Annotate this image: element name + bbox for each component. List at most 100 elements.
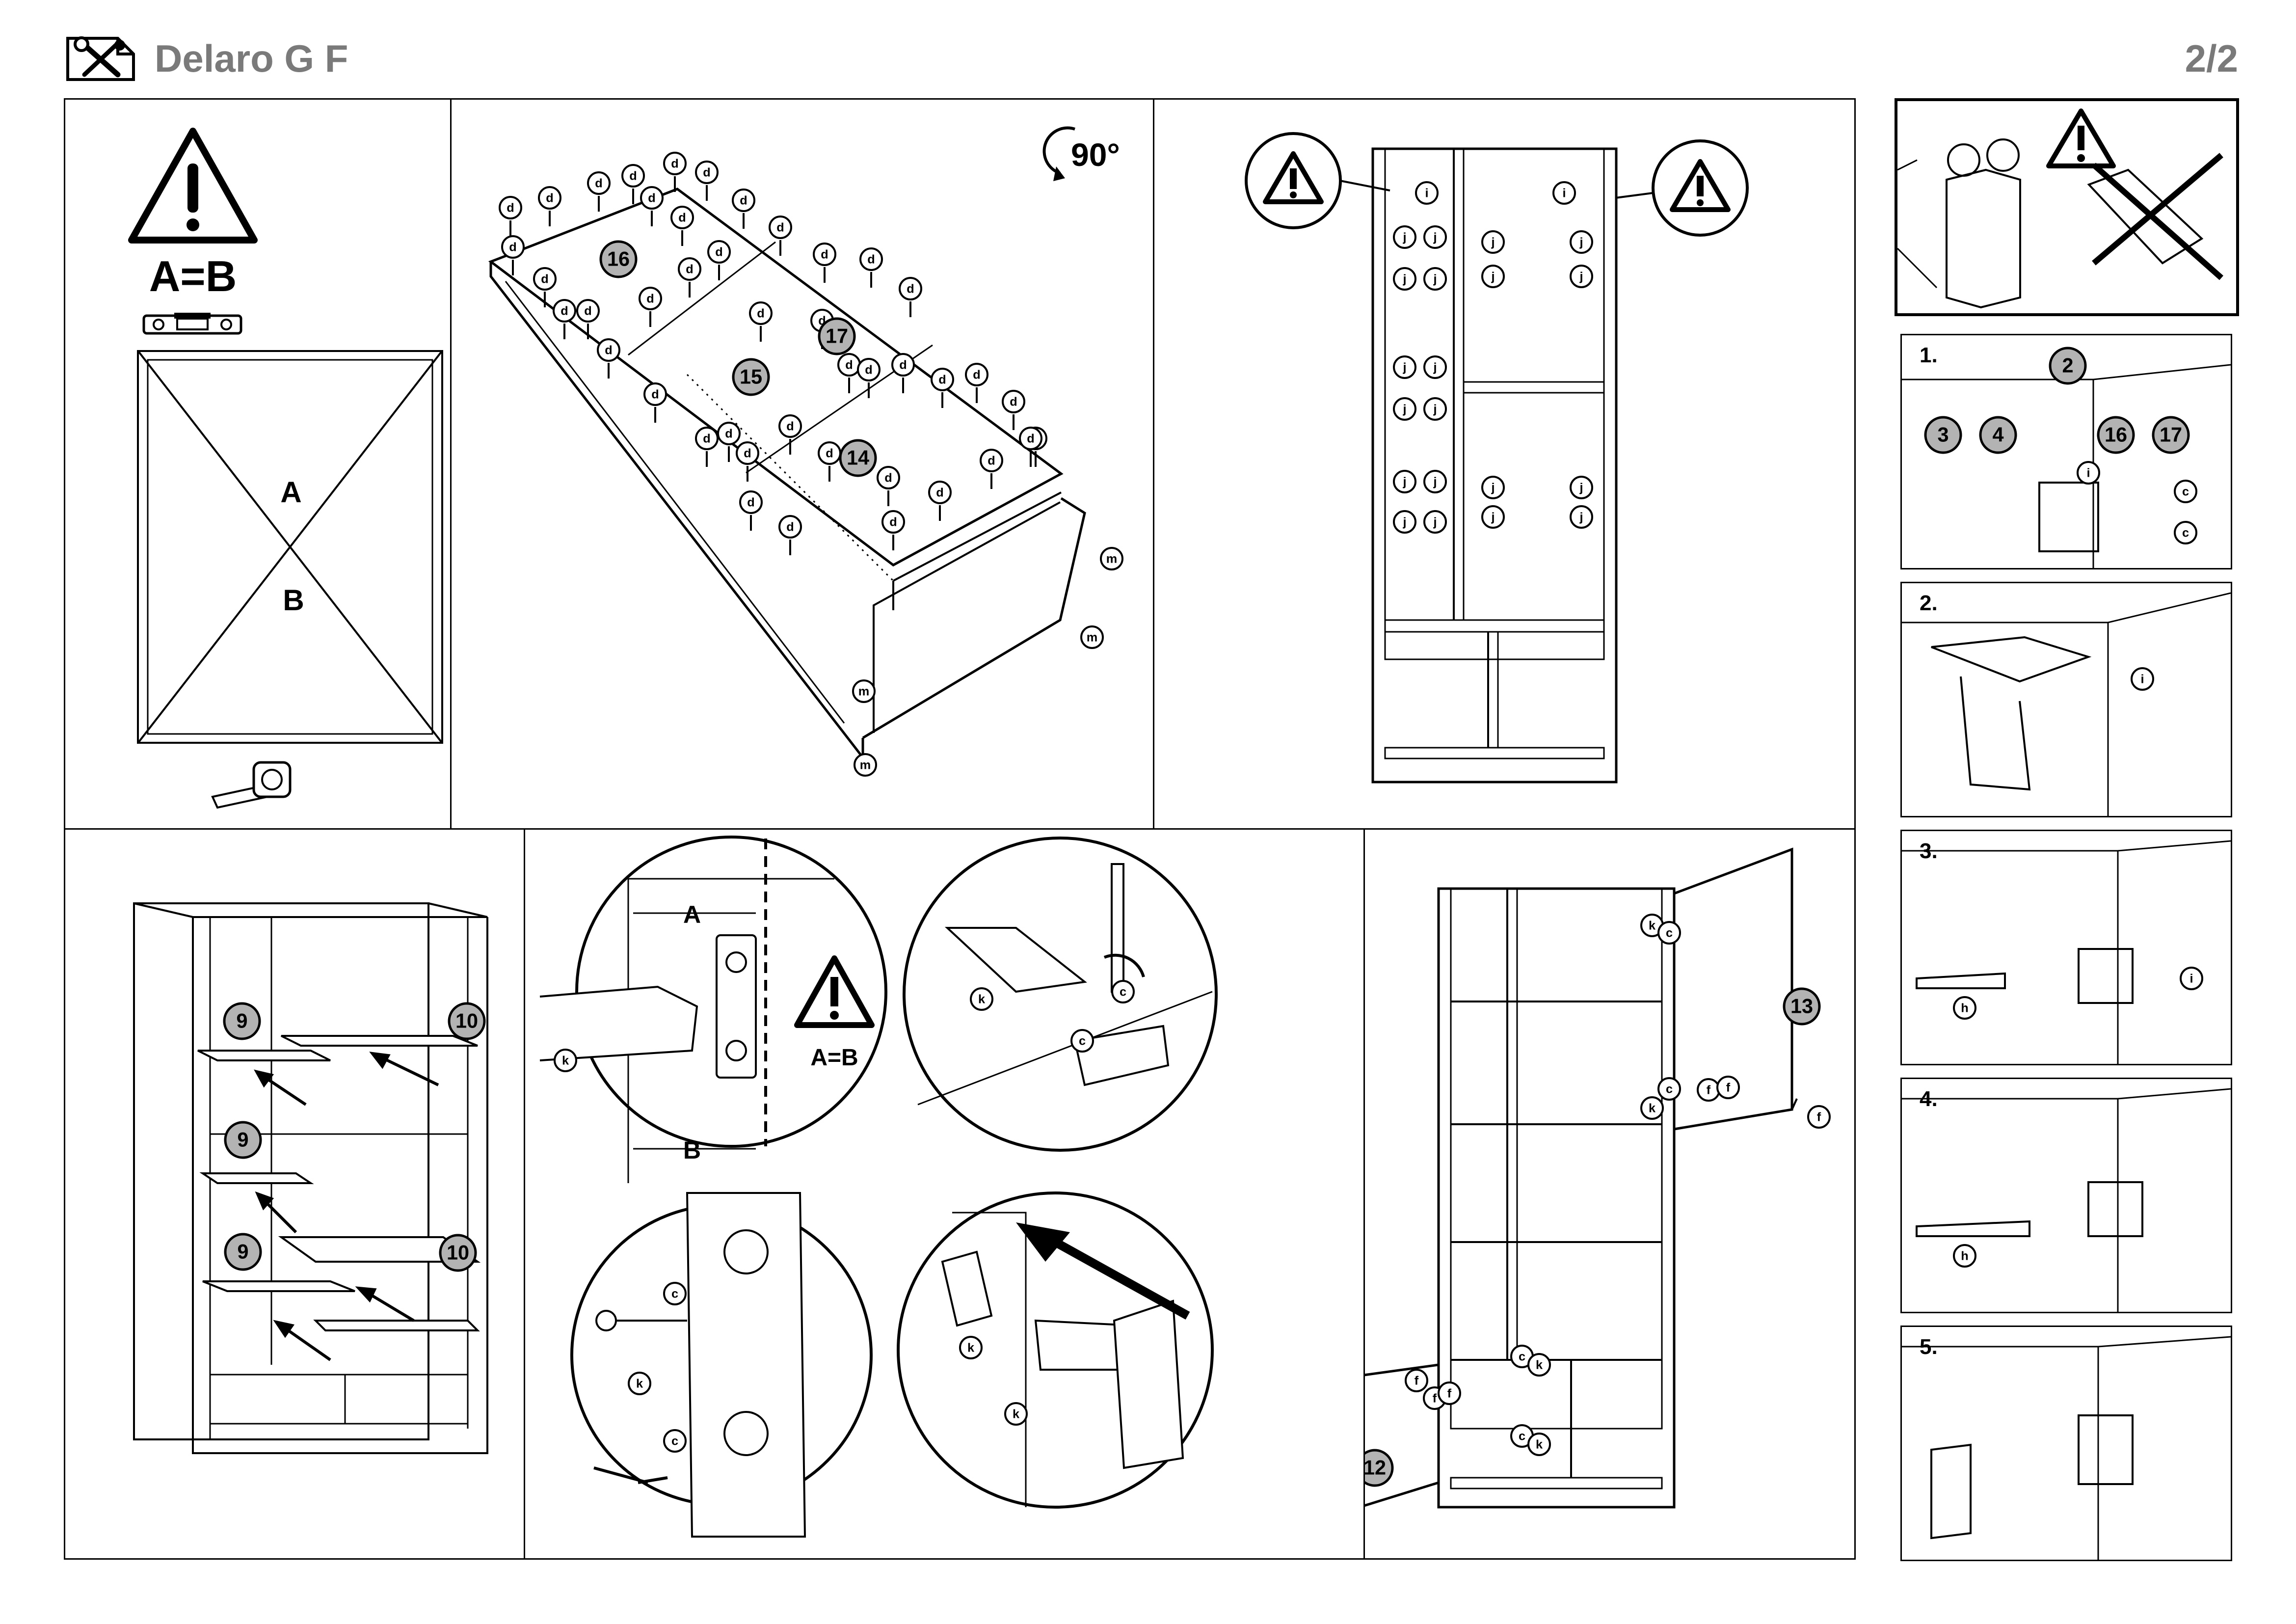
marker-label: c [1079, 1034, 1086, 1048]
step-number: 4. [1920, 1087, 1938, 1111]
distance-b-label: B [683, 1137, 701, 1164]
dowel-marker-d: d [695, 427, 719, 450]
fixing-marker-j: j [1393, 267, 1416, 291]
fixing-marker-j: j [1481, 505, 1505, 529]
warning-icon [128, 128, 258, 244]
marker-label: d [651, 387, 659, 401]
marker-label: d [786, 419, 794, 433]
marker-label: d [686, 262, 693, 276]
shelf-part-marker: 9 [224, 1121, 262, 1159]
marker-label: j [1402, 475, 1406, 488]
marker-label: c [1120, 985, 1126, 999]
hinge-marker-k: k [1527, 1433, 1551, 1456]
marker-label: d [561, 304, 568, 318]
screw-marker-c: c [1070, 1029, 1094, 1053]
marker-label: d [938, 373, 946, 386]
marker-label: d [1010, 395, 1017, 408]
dowel-marker-d: d [621, 164, 645, 188]
marker-label: 3 [1937, 424, 1949, 446]
wall-fixing-step-4: 4. h [1900, 1078, 2232, 1313]
marker-label: 16 [2105, 424, 2127, 446]
step-number: 3. [1920, 839, 1938, 863]
marker-label: d [507, 201, 514, 215]
dowel-marker-d: d [980, 449, 1003, 472]
hinge-marker-k: k [1640, 1096, 1664, 1120]
marker-label: i [2086, 466, 2090, 480]
part-marker: 2 [2049, 347, 2087, 385]
marker-label: d [988, 454, 995, 467]
fixing-marker-j: j [1393, 397, 1416, 421]
shelf-part-marker: 9 [223, 1002, 261, 1040]
tools-icon [66, 36, 135, 81]
page-number: 2/2 [2185, 37, 2238, 80]
marker-label: 9 [237, 1129, 248, 1151]
marker-label: 4 [1992, 424, 2003, 446]
marker-label: f [1726, 1081, 1731, 1094]
marker-label: j [1433, 402, 1437, 416]
handle-marker-f: f [1697, 1078, 1720, 1102]
dowel-marker-d: d [818, 441, 841, 465]
marker-label: d [703, 432, 710, 445]
fixing-marker-i: i [2131, 667, 2154, 691]
marker-label: 13 [1790, 995, 1813, 1018]
marker-label: f [1447, 1386, 1452, 1400]
fixing-marker-j: j [1570, 230, 1593, 254]
dowel-marker-d: d [749, 301, 773, 325]
marker-label: 15 [740, 366, 762, 388]
marker-label: k [636, 1377, 643, 1390]
marker-label: c [1666, 1082, 1673, 1096]
document-title: Delaro G F [155, 37, 348, 80]
marker-label: d [541, 272, 548, 286]
dowel-marker-d: d [778, 515, 802, 539]
marker-label: 14 [847, 447, 869, 469]
marker-label: d [936, 486, 943, 499]
wall-fixing-drawing: h [1902, 1088, 2231, 1312]
hinge-marker-k: k [1640, 914, 1664, 937]
marker-label: h [1961, 1001, 1968, 1015]
marker-label: j [1402, 402, 1406, 416]
marker-label: d [740, 193, 747, 207]
fixing-marker-c: c [2174, 521, 2197, 544]
warning-icon [794, 955, 875, 1028]
marker-label: d [744, 446, 751, 460]
step-number: 1. [1920, 343, 1938, 367]
screw-marker-c: c [663, 1282, 687, 1305]
marker-label: 9 [237, 1241, 248, 1263]
wall-fixing-drawing: hi [1902, 840, 2231, 1064]
marker-label: j [1491, 481, 1495, 494]
marker-label: 17 [826, 325, 848, 348]
part-marker: 15 [732, 358, 770, 396]
dowel-marker-d: d [576, 299, 600, 323]
marker-label: d [703, 165, 710, 179]
marker-label: f [1707, 1083, 1711, 1097]
dowel-marker-d: d [778, 414, 802, 438]
screw-marker-c: c [1510, 1345, 1534, 1368]
dowel-marker-d: d [1019, 427, 1042, 450]
marker-label: 10 [447, 1242, 469, 1264]
fixing-marker-j: j [1423, 225, 1447, 249]
page-header: Delaro G F 2/2 [64, 29, 2238, 88]
cam-marker-m: m [1100, 547, 1123, 570]
marker-label: k [1649, 919, 1656, 932]
marker-label: j [1433, 515, 1437, 529]
step-number: 5. [1920, 1335, 1938, 1359]
dowel-marker-d: d [899, 277, 922, 300]
marker-label: j [1433, 475, 1437, 488]
wall-fixing-step-2: 2.i [1900, 582, 2232, 817]
hinge-marker-k: k [959, 1336, 983, 1359]
rotate-90-icon: 90° [1042, 126, 1120, 181]
fixing-marker-j: j [1423, 355, 1447, 379]
dowel-marker-d: d [597, 338, 620, 362]
marker-label: d [757, 306, 764, 320]
fixing-marker-i: i [2180, 967, 2203, 990]
marker-label: h [1961, 1249, 1968, 1263]
fixing-marker-i: i [1552, 181, 1576, 205]
marker-label: j [1402, 515, 1406, 529]
